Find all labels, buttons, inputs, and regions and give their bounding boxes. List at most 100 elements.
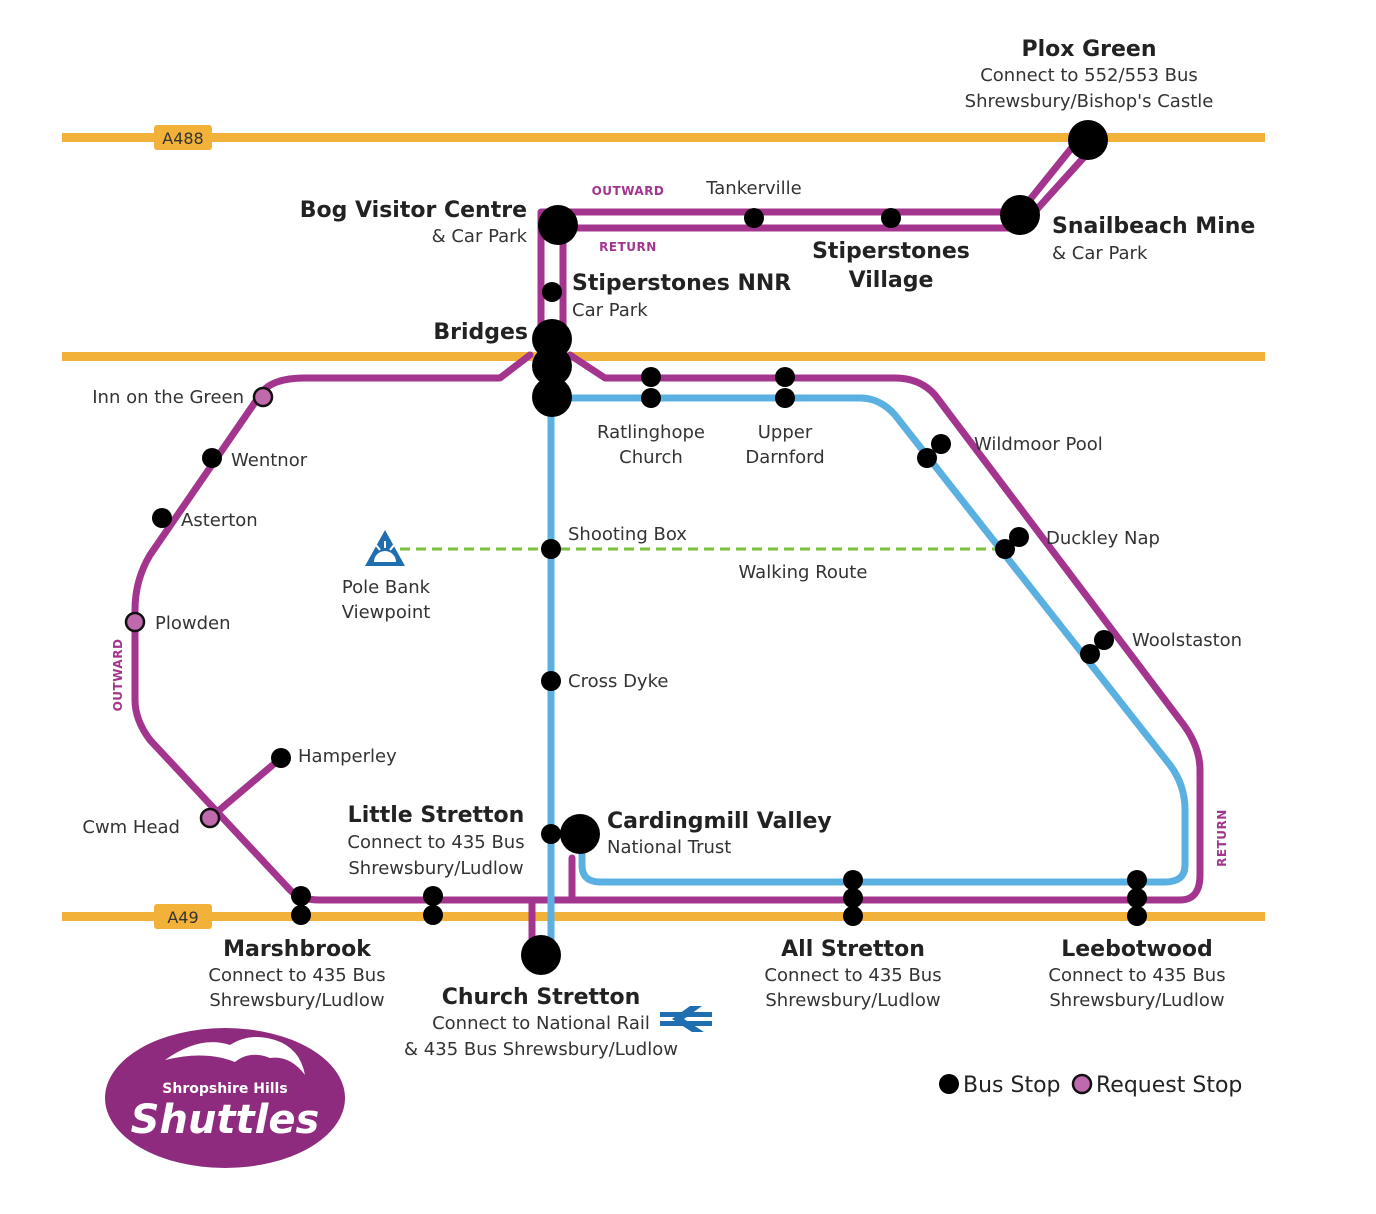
- stop-cardingmill[interactable]: [560, 814, 600, 854]
- woolstaston-name: Woolstaston: [1132, 630, 1242, 651]
- road-mid: [62, 352, 1265, 361]
- outward-left-label: OUTWARD: [111, 639, 125, 712]
- stop-cross-dyke[interactable]: [541, 671, 561, 691]
- stop-shooting-box[interactable]: [541, 539, 561, 559]
- stops: [152, 120, 1147, 975]
- purple-route-top-outer: [537, 136, 1082, 344]
- stop-duckley-2[interactable]: [995, 539, 1015, 559]
- church-stretton-sub1: Connect to National Rail: [432, 1013, 650, 1034]
- shooting-box-name: Shooting Box: [568, 524, 687, 545]
- church-stretton-sub2: & 435 Bus Shrewsbury/Ludlow: [404, 1039, 678, 1060]
- stop-ratlinghope-2[interactable]: [641, 388, 661, 408]
- asterton-name: Asterton: [181, 510, 258, 531]
- stop-church-stretton[interactable]: [521, 935, 561, 975]
- request-stop-inn[interactable]: [252, 386, 274, 408]
- stop-halfway-1[interactable]: [423, 886, 443, 906]
- stop-bog[interactable]: [538, 205, 578, 245]
- upper-darnford-name1: Upper: [758, 422, 813, 443]
- little-stretton-name: Little Stretton: [348, 803, 525, 828]
- stop-upper-darnford-1[interactable]: [775, 367, 795, 387]
- road-a488: [62, 133, 1265, 142]
- stiperstones-village-name1: Stiperstones: [812, 239, 970, 264]
- stop-little-stretton[interactable]: [541, 824, 561, 844]
- road-a49-label-bg: [154, 904, 212, 929]
- legend-bus-stop-icon: [939, 1074, 959, 1094]
- stop-snailbeach[interactable]: [1000, 195, 1040, 235]
- stop-all-stretton-3[interactable]: [843, 906, 863, 926]
- bridges-name: Bridges: [433, 320, 528, 345]
- pole-bank-name2: Viewpoint: [342, 602, 431, 623]
- stop-tankerville[interactable]: [744, 208, 764, 228]
- return-top-label: RETURN: [599, 240, 657, 254]
- outward-top-label: OUTWARD: [592, 184, 665, 198]
- labels: Plox Green Connect to 552/553 Bus Shrews…: [82, 37, 1255, 1060]
- request-stop-plowden[interactable]: [124, 611, 146, 633]
- leebotwood-sub1: Connect to 435 Bus: [1048, 965, 1225, 986]
- pole-bank-name1: Pole Bank: [342, 577, 431, 598]
- stop-ratlinghope-1[interactable]: [641, 367, 661, 387]
- stop-stiperstones-village[interactable]: [881, 208, 901, 228]
- upper-darnford-name2: Darnford: [745, 447, 824, 468]
- stop-asterton[interactable]: [152, 508, 172, 528]
- stop-plox-green[interactable]: [1068, 120, 1108, 160]
- stop-wentnor[interactable]: [202, 448, 222, 468]
- stop-stiperstones-nnr[interactable]: [542, 282, 562, 302]
- marshbrook-sub2: Shrewsbury/Ludlow: [209, 990, 384, 1011]
- stop-marshbrook-1[interactable]: [291, 886, 311, 906]
- cross-dyke-name: Cross Dyke: [568, 671, 668, 692]
- all-stretton-sub2: Shrewsbury/Ludlow: [765, 990, 940, 1011]
- tankerville-name: Tankerville: [705, 178, 801, 199]
- plox-green-sub2: Shrewsbury/Bishop's Castle: [965, 91, 1214, 112]
- logo-hills-icon: [165, 1036, 305, 1075]
- stop-leebotwood-3[interactable]: [1127, 906, 1147, 926]
- stop-leebotwood-1[interactable]: [1127, 870, 1147, 890]
- leebotwood-sub2: Shrewsbury/Ludlow: [1049, 990, 1224, 1011]
- snailbeach-sub: & Car Park: [1052, 243, 1148, 264]
- stop-duckley-1[interactable]: [1009, 527, 1029, 547]
- stop-upper-darnford-2[interactable]: [775, 388, 795, 408]
- duckley-name: Duckley Nap: [1046, 528, 1160, 549]
- leebotwood-name: Leebotwood: [1061, 937, 1213, 962]
- ratlinghope-name1: Ratlinghope: [597, 422, 705, 443]
- stop-all-stretton-1[interactable]: [843, 870, 863, 890]
- purple-route-top-inner: [559, 141, 1099, 344]
- stop-woolstaston-1[interactable]: [1094, 630, 1114, 650]
- viewpoint-icon: [365, 530, 405, 566]
- stiperstones-village-name2: Village: [849, 268, 934, 293]
- stop-bridges-3[interactable]: [532, 377, 572, 417]
- bog-name: Bog Visitor Centre: [300, 198, 527, 223]
- stop-woolstaston-2[interactable]: [1080, 644, 1100, 664]
- request-stops: [124, 386, 274, 829]
- shuttles-logo: Shropshire Hills Shuttles: [105, 1028, 345, 1168]
- request-stop-cwm-head[interactable]: [199, 807, 221, 829]
- logo-ellipse: [105, 1028, 345, 1168]
- stiperstones-nnr-sub: Car Park: [572, 300, 648, 321]
- road-a488-label: A488: [162, 129, 203, 148]
- stop-halfway-2[interactable]: [423, 905, 443, 925]
- walking-route-label: Walking Route: [739, 562, 868, 583]
- wentnor-name: Wentnor: [231, 450, 308, 471]
- legend-bus-stop-label: Bus Stop: [963, 1073, 1061, 1098]
- return-right-label: RETURN: [1215, 809, 1229, 867]
- cwm-head-name: Cwm Head: [82, 817, 180, 838]
- stop-wildmoor-1[interactable]: [931, 434, 951, 454]
- ratlinghope-name2: Church: [619, 447, 683, 468]
- stop-wildmoor-2[interactable]: [917, 448, 937, 468]
- stop-all-stretton-2[interactable]: [843, 888, 863, 908]
- legend-request-stop-icon: [1071, 1073, 1093, 1095]
- stop-leebotwood-2[interactable]: [1127, 888, 1147, 908]
- plox-green-sub1: Connect to 552/553 Bus: [980, 65, 1198, 86]
- cardingmill-name: Cardingmill Valley: [607, 809, 832, 834]
- all-stretton-name: All Stretton: [781, 937, 925, 962]
- cardingmill-sub: National Trust: [607, 837, 731, 858]
- stiperstones-nnr-name: Stiperstones NNR: [572, 271, 791, 296]
- legend-request-stop-label: Request Stop: [1096, 1073, 1242, 1098]
- hamperley-name: Hamperley: [298, 746, 397, 767]
- marshbrook-name: Marshbrook: [223, 937, 372, 962]
- wildmoor-name: Wildmoor Pool: [974, 434, 1103, 455]
- stop-bridges-2[interactable]: [532, 346, 572, 386]
- logo-line2: Shuttles: [131, 1097, 320, 1143]
- stop-marshbrook-2[interactable]: [291, 905, 311, 925]
- stop-hamperley[interactable]: [271, 748, 291, 768]
- little-stretton-sub2: Shrewsbury/Ludlow: [348, 858, 523, 879]
